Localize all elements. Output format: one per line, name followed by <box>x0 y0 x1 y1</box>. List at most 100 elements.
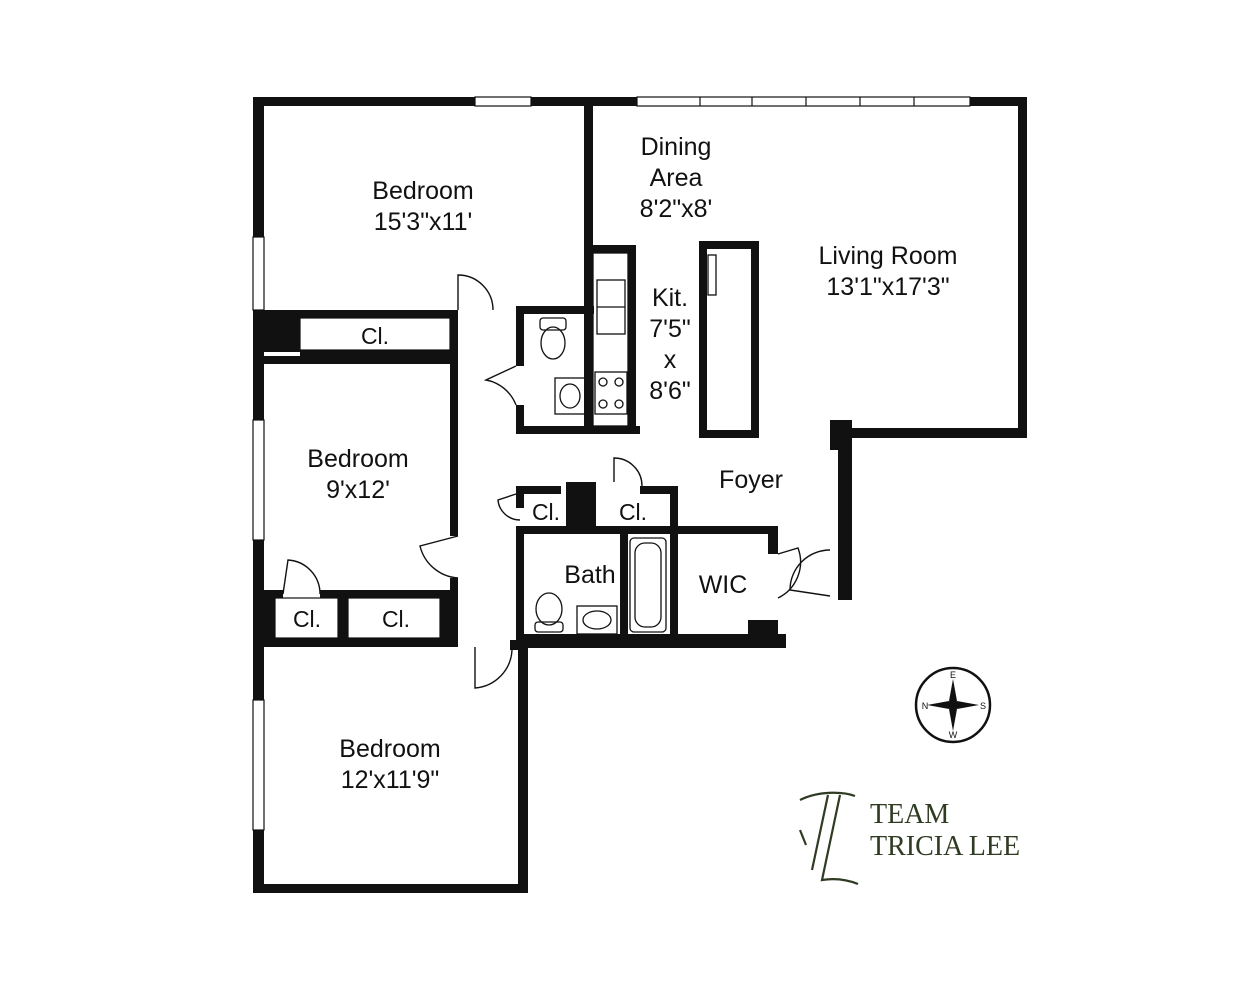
room-labels: Bedroom 15'3"x11' Dining Area 8'2"x8' Li… <box>307 133 957 794</box>
toilet-icon <box>540 326 566 360</box>
window-bed1-top <box>474 96 532 107</box>
wall-bed2-right <box>450 356 458 536</box>
foyer-name: Foyer <box>719 466 783 494</box>
wall-foyer-right <box>838 420 852 600</box>
wall-kitchen-right <box>628 245 636 434</box>
bath-name: Bath <box>564 561 615 589</box>
bedroom-1-dims: 15'3"x11' <box>374 208 473 236</box>
door-bed2 <box>419 535 459 579</box>
door-wic <box>777 547 802 599</box>
wall-top-right <box>970 97 1027 106</box>
doors <box>282 274 831 689</box>
wall-top-mid <box>531 97 637 106</box>
wall-bed3-bottom <box>253 884 528 893</box>
wall-bed2-bottom-a <box>253 590 283 598</box>
wall-left-2 <box>253 310 264 420</box>
wall-bath-top <box>516 526 776 534</box>
wall-cl-divider <box>338 596 348 640</box>
bedroom-3-dims: 12'x11'9" <box>341 766 440 794</box>
door-closet-3 <box>282 559 321 595</box>
door-closet-1 <box>497 493 521 521</box>
kitchen-dim-1: 7'5" <box>649 315 690 343</box>
wall-halfbath-left-b <box>516 405 524 433</box>
wall-living-bottom <box>838 428 1027 438</box>
dining-name-1: Dining <box>641 133 712 161</box>
wall-cl-top-2 <box>640 486 678 494</box>
closet-label-hall-right: Cl. <box>619 499 647 525</box>
wall-bath-bottom <box>516 634 786 648</box>
door-bed1 <box>457 274 494 311</box>
compass-icon: N S E W <box>914 666 992 744</box>
compass-w: W <box>949 730 958 740</box>
dining-name-2: Area <box>650 164 703 192</box>
kitchen-name: Kit. <box>652 284 688 312</box>
wall-bed2-top <box>253 356 458 364</box>
wall-bath-mid <box>620 526 628 636</box>
wall-wic-corner <box>748 620 778 648</box>
closet-label-bed3-right: Cl. <box>382 606 410 632</box>
living-name: Living Room <box>819 242 958 270</box>
wall-cl-right-2 <box>440 596 458 640</box>
wall-bed2-right-b <box>450 578 458 598</box>
wall-left-1 <box>253 97 264 237</box>
bedroom-1-name: Bedroom <box>372 177 473 205</box>
wall-cl-right <box>450 310 458 358</box>
brand-line-2: TRICIA LEE <box>870 831 1020 862</box>
living-dims: 13'1"x17'3" <box>826 273 949 301</box>
door-entry <box>789 549 831 597</box>
wall-cl-left <box>516 488 524 508</box>
wall-bath-left <box>516 526 524 638</box>
window-bed1-left <box>252 236 265 311</box>
wall-kitchen-top <box>590 245 630 253</box>
compass-e: E <box>950 670 956 680</box>
monogram-icon <box>798 791 859 886</box>
wall-cl-center <box>566 482 596 528</box>
wall-bed2-bottom-b <box>320 590 458 598</box>
bathtub-icon <box>629 537 667 633</box>
wic-name: WIC <box>699 571 748 599</box>
closet-bed3-b <box>347 597 441 639</box>
wall-cl-top-1 <box>516 486 561 494</box>
wall-cl-right-3 <box>670 486 678 636</box>
bedroom-2-dims: 9'x12' <box>326 476 390 504</box>
kitchen-x: x <box>664 346 677 374</box>
wall-cl-bottom <box>300 350 455 358</box>
bath-vanity-icon <box>576 605 618 635</box>
wall-bed3-right <box>518 645 528 893</box>
door-bed3 <box>474 647 513 689</box>
brand-logo: TEAM TRICIA LEE <box>798 791 1020 886</box>
fridge-icon <box>707 254 717 296</box>
windows <box>252 96 971 831</box>
wall-top-left <box>253 97 475 106</box>
wall-right <box>1018 97 1027 438</box>
kitchen-counter <box>592 252 629 427</box>
brand-line-1: TEAM <box>870 799 949 830</box>
closet-label-bed1: Cl. <box>361 323 389 349</box>
bath-sink-icon <box>554 377 586 415</box>
wall-pier-2 <box>253 596 275 640</box>
wall-halfbath-bottom <box>516 426 640 434</box>
wall-halfbath-top <box>516 306 594 314</box>
window-bed2-left <box>252 419 265 541</box>
bedroom-2-name: Bedroom <box>307 445 408 473</box>
wall-bed1-bottom <box>253 310 453 318</box>
wall-divider-center <box>584 106 593 426</box>
window-living <box>636 96 971 107</box>
bath-toilet-icon <box>535 592 563 626</box>
kitchen-island <box>699 241 759 438</box>
closet-labels: Cl. Cl. Cl. Cl. Cl. <box>293 323 647 632</box>
walls <box>253 97 1027 893</box>
wall-pier-1 <box>264 310 300 352</box>
door-halfbath <box>483 365 517 406</box>
dining-dims: 8'2"x8' <box>640 195 713 223</box>
wall-left-4 <box>253 830 264 893</box>
stove-icon <box>594 371 628 415</box>
closet-bed3-a <box>274 597 339 639</box>
wall-bed3-top <box>253 638 458 647</box>
wall-wic-right-a <box>768 526 778 554</box>
compass-s: S <box>980 701 986 711</box>
closet-label-bed3-left: Cl. <box>293 606 321 632</box>
closet-label-hall-left: Cl. <box>532 499 560 525</box>
kitchen-dim-2: 8'6" <box>649 377 690 405</box>
